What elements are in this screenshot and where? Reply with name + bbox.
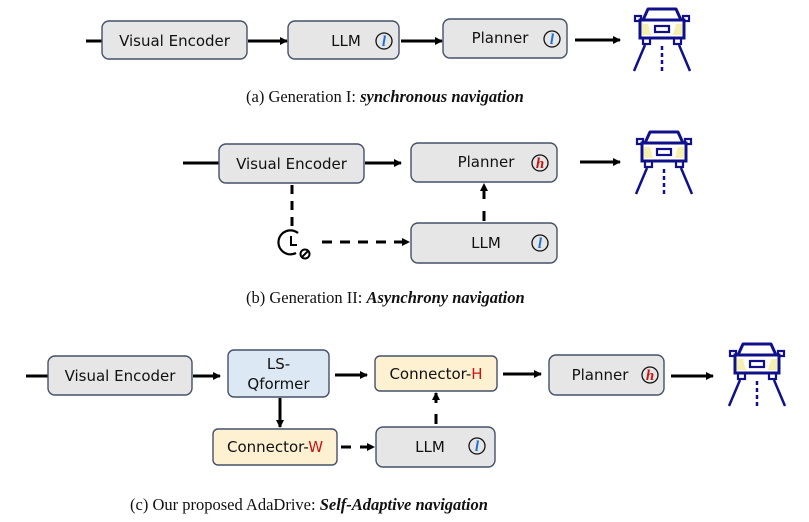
visual-encoder-box: Visual Encoder [47, 355, 193, 396]
svg-text:l: l [538, 236, 543, 252]
caption-a: (a) Generation I: synchronous navigation [246, 87, 524, 106]
connector-h-label: Connector-H [389, 365, 482, 383]
llm-label: LLM [331, 32, 361, 50]
llm-box: LLM l [410, 222, 558, 264]
car-on-road-icon [634, 130, 694, 196]
visual-encoder-label: Visual Encoder [65, 367, 177, 385]
low-frequency-badge-icon: l [543, 30, 561, 48]
planner-label: Planner [472, 29, 530, 47]
llm-box: LLM l [375, 426, 496, 468]
ls-qformer-label-line1: LS- [267, 355, 290, 373]
box-frame [287, 20, 400, 60]
connector-w-label: Connector-W [227, 438, 323, 456]
svg-text:h: h [646, 368, 654, 384]
box-frame [227, 349, 330, 398]
box-frame [375, 426, 496, 468]
high-frequency-badge-icon: h [531, 154, 549, 172]
caption-c: (c) Our proposed AdaDrive: Self-Adaptive… [130, 495, 488, 514]
box-frame [101, 20, 248, 60]
clock-pause-icon [277, 229, 311, 260]
svg-text:h: h [536, 156, 544, 172]
svg-text:l: l [550, 32, 555, 48]
visual-encoder-box: Visual Encoder [218, 143, 365, 184]
box-frame [442, 18, 568, 59]
connector-h-box: Connector-H [374, 355, 498, 392]
ls-qformer-box: LS- Qformer [227, 349, 330, 398]
box-frame [410, 222, 558, 264]
visual-encoder-label: Visual Encoder [236, 155, 348, 173]
panel-a: Visual Encoder LLM l Planner l (a) Gener… [86, 7, 692, 106]
ls-qformer-label-line2: Qformer [247, 375, 310, 393]
panel-c: Visual Encoder LS- Qformer Connector-H P… [26, 342, 787, 514]
box-frame [47, 355, 193, 396]
caption-b: (b) Generation II: Asynchrony navigation [246, 288, 525, 307]
planner-box: Planner h [548, 354, 665, 396]
high-frequency-badge-icon: h [641, 366, 659, 384]
low-frequency-badge-icon: l [468, 437, 486, 455]
box-frame [548, 354, 665, 396]
box-frame [212, 428, 338, 466]
llm-label: LLM [415, 438, 445, 456]
svg-text:l: l [475, 439, 480, 455]
planner-label: Planner [572, 366, 630, 384]
svg-text:l: l [382, 34, 387, 50]
box-frame [374, 355, 498, 392]
car-on-road-icon [727, 342, 787, 408]
panel-b: Visual Encoder Planner h LLM l [183, 130, 694, 307]
car-on-road-icon [632, 7, 692, 73]
box-frame [410, 142, 558, 183]
low-frequency-badge-icon: l [531, 234, 549, 252]
llm-box: LLM l [287, 20, 400, 60]
connector-w-box: Connector-W [212, 428, 338, 466]
llm-label: LLM [471, 234, 501, 252]
low-frequency-badge-icon: l [375, 32, 393, 50]
planner-box: Planner l [442, 18, 568, 59]
visual-encoder-box: Visual Encoder [101, 20, 248, 60]
visual-encoder-label: Visual Encoder [119, 32, 231, 50]
box-frame [218, 143, 365, 184]
planner-box: Planner h [410, 142, 558, 183]
planner-label: Planner [458, 153, 516, 171]
